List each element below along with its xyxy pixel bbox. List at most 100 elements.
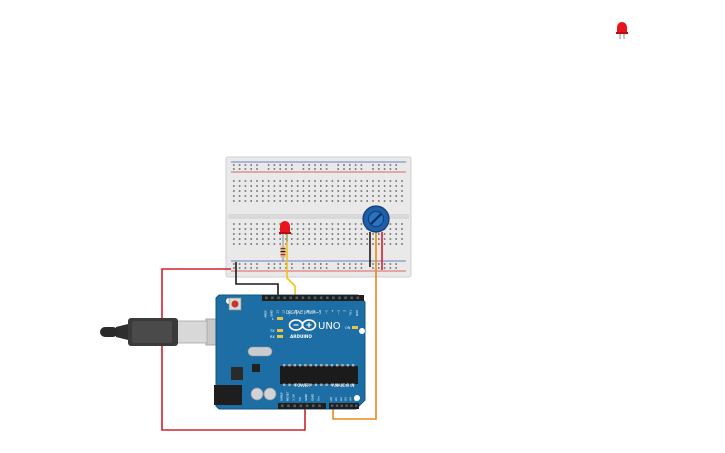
breadboard-hole[interactable] xyxy=(389,164,392,166)
breadboard-hole[interactable] xyxy=(256,228,258,230)
breadboard-hole[interactable] xyxy=(378,164,380,166)
breadboard-hole[interactable] xyxy=(354,164,357,166)
breadboard-hole[interactable] xyxy=(372,200,374,202)
breadboard-hole[interactable] xyxy=(302,168,305,170)
breadboard-hole[interactable] xyxy=(320,228,322,230)
breadboard-hole[interactable] xyxy=(366,180,368,182)
breadboard-hole[interactable] xyxy=(349,168,351,170)
breadboard-hole[interactable] xyxy=(354,233,357,235)
breadboard-hole[interactable] xyxy=(389,243,392,245)
breadboard-hole[interactable] xyxy=(273,233,276,235)
breadboard-hole[interactable] xyxy=(296,238,299,240)
breadboard-hole[interactable] xyxy=(366,190,368,192)
breadboard-hole[interactable] xyxy=(395,263,397,265)
breadboard-hole[interactable] xyxy=(238,190,241,192)
breadboard-hole[interactable] xyxy=(273,168,276,170)
breadboard-hole[interactable] xyxy=(291,164,293,166)
breadboard-hole[interactable] xyxy=(325,238,328,240)
breadboard-hole[interactable] xyxy=(383,185,386,187)
breadboard-hole[interactable] xyxy=(279,243,281,245)
breadboard-hole[interactable] xyxy=(308,190,310,192)
breadboard-hole[interactable] xyxy=(325,223,328,225)
breadboard-hole[interactable] xyxy=(279,164,281,166)
breadboard-hole[interactable] xyxy=(354,168,357,170)
breadboard-hole[interactable] xyxy=(285,238,287,240)
breadboard-hole[interactable] xyxy=(267,233,270,235)
potentiometer[interactable] xyxy=(362,205,390,233)
breadboard-hole[interactable] xyxy=(383,168,386,170)
breadboard-hole[interactable] xyxy=(372,263,374,265)
breadboard-hole[interactable] xyxy=(302,243,305,245)
breadboard-hole[interactable] xyxy=(308,228,310,230)
breadboard-hole[interactable] xyxy=(308,263,310,265)
breadboard-hole[interactable] xyxy=(296,233,299,235)
breadboard-hole[interactable] xyxy=(238,243,241,245)
breadboard-hole[interactable] xyxy=(360,185,363,187)
breadboard-hole[interactable] xyxy=(302,164,305,166)
breadboard-hole[interactable] xyxy=(395,243,397,245)
breadboard-hole[interactable] xyxy=(244,238,247,240)
breadboard-hole[interactable] xyxy=(302,263,305,265)
breadboard-hole[interactable] xyxy=(314,190,316,192)
breadboard-hole[interactable] xyxy=(320,180,322,182)
breadboard-hole[interactable] xyxy=(308,164,310,166)
header-pin[interactable] xyxy=(307,296,311,300)
breadboard-hole[interactable] xyxy=(331,190,334,192)
breadboard-hole[interactable] xyxy=(343,263,345,265)
breadboard-hole[interactable] xyxy=(273,243,276,245)
breadboard-hole[interactable] xyxy=(279,185,281,187)
breadboard-hole[interactable] xyxy=(308,168,310,170)
breadboard-hole[interactable] xyxy=(349,263,351,265)
breadboard-hole[interactable] xyxy=(366,200,368,202)
breadboard-hole[interactable] xyxy=(349,233,351,235)
header-pin[interactable] xyxy=(312,404,315,408)
breadboard-hole[interactable] xyxy=(325,243,328,245)
breadboard-hole[interactable] xyxy=(372,195,374,197)
breadboard-hole[interactable] xyxy=(389,223,392,225)
breadboard-hole[interactable] xyxy=(244,263,247,265)
breadboard-hole[interactable] xyxy=(273,164,276,166)
breadboard-hole[interactable] xyxy=(389,228,392,230)
breadboard-hole[interactable] xyxy=(331,200,334,202)
breadboard-hole[interactable] xyxy=(279,267,281,269)
breadboard-hole[interactable] xyxy=(349,185,351,187)
breadboard-hole[interactable] xyxy=(285,190,287,192)
breadboard-hole[interactable] xyxy=(233,267,235,269)
breadboard-hole[interactable] xyxy=(302,200,305,202)
breadboard-hole[interactable] xyxy=(378,243,380,245)
breadboard-hole[interactable] xyxy=(389,238,392,240)
breadboard-hole[interactable] xyxy=(233,185,235,187)
breadboard-hole[interactable] xyxy=(349,238,351,240)
header-pin[interactable] xyxy=(319,296,323,300)
breadboard-hole[interactable] xyxy=(360,263,363,265)
breadboard-hole[interactable] xyxy=(314,200,316,202)
breadboard-hole[interactable] xyxy=(285,180,287,182)
header-pin[interactable] xyxy=(345,404,348,407)
breadboard-hole[interactable] xyxy=(267,180,270,182)
breadboard-hole[interactable] xyxy=(250,243,252,245)
breadboard-hole[interactable] xyxy=(395,233,397,235)
breadboard-hole[interactable] xyxy=(244,168,247,170)
breadboard-hole[interactable] xyxy=(401,200,403,202)
breadboard-hole[interactable] xyxy=(337,200,339,202)
breadboard-hole[interactable] xyxy=(343,228,345,230)
breadboard-hole[interactable] xyxy=(233,190,235,192)
breadboard-hole[interactable] xyxy=(314,243,316,245)
breadboard-hole[interactable] xyxy=(389,263,392,265)
breadboard-hole[interactable] xyxy=(308,243,310,245)
breadboard-hole[interactable] xyxy=(296,190,299,192)
header-pin[interactable] xyxy=(356,296,360,300)
breadboard-hole[interactable] xyxy=(233,238,235,240)
breadboard-hole[interactable] xyxy=(331,243,334,245)
breadboard-hole[interactable] xyxy=(378,168,380,170)
header-pin[interactable] xyxy=(355,404,358,407)
breadboard-hole[interactable] xyxy=(291,185,293,187)
breadboard-hole[interactable] xyxy=(325,228,328,230)
breadboard-hole[interactable] xyxy=(256,190,258,192)
breadboard-hole[interactable] xyxy=(401,180,403,182)
breadboard-hole[interactable] xyxy=(244,164,247,166)
breadboard-hole[interactable] xyxy=(250,168,252,170)
breadboard-hole[interactable] xyxy=(378,267,380,269)
breadboard-hole[interactable] xyxy=(325,164,328,166)
